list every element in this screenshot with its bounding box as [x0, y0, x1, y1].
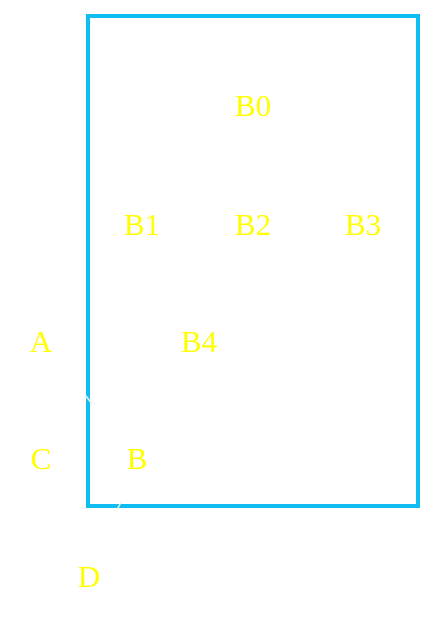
label-d: D [78, 559, 100, 594]
label-b: B [127, 441, 148, 476]
label-c: C [31, 441, 52, 476]
label-b4: B4 [181, 324, 218, 359]
faint-marker-lower [116, 501, 122, 511]
label-a: A [30, 324, 53, 359]
label-b3: B3 [345, 207, 381, 242]
label-b0: B0 [235, 88, 271, 123]
label-b2: B2 [235, 207, 271, 242]
frame-rectangle [86, 14, 420, 508]
faint-marker-upper [85, 395, 93, 405]
label-b1: B1 [124, 207, 160, 242]
